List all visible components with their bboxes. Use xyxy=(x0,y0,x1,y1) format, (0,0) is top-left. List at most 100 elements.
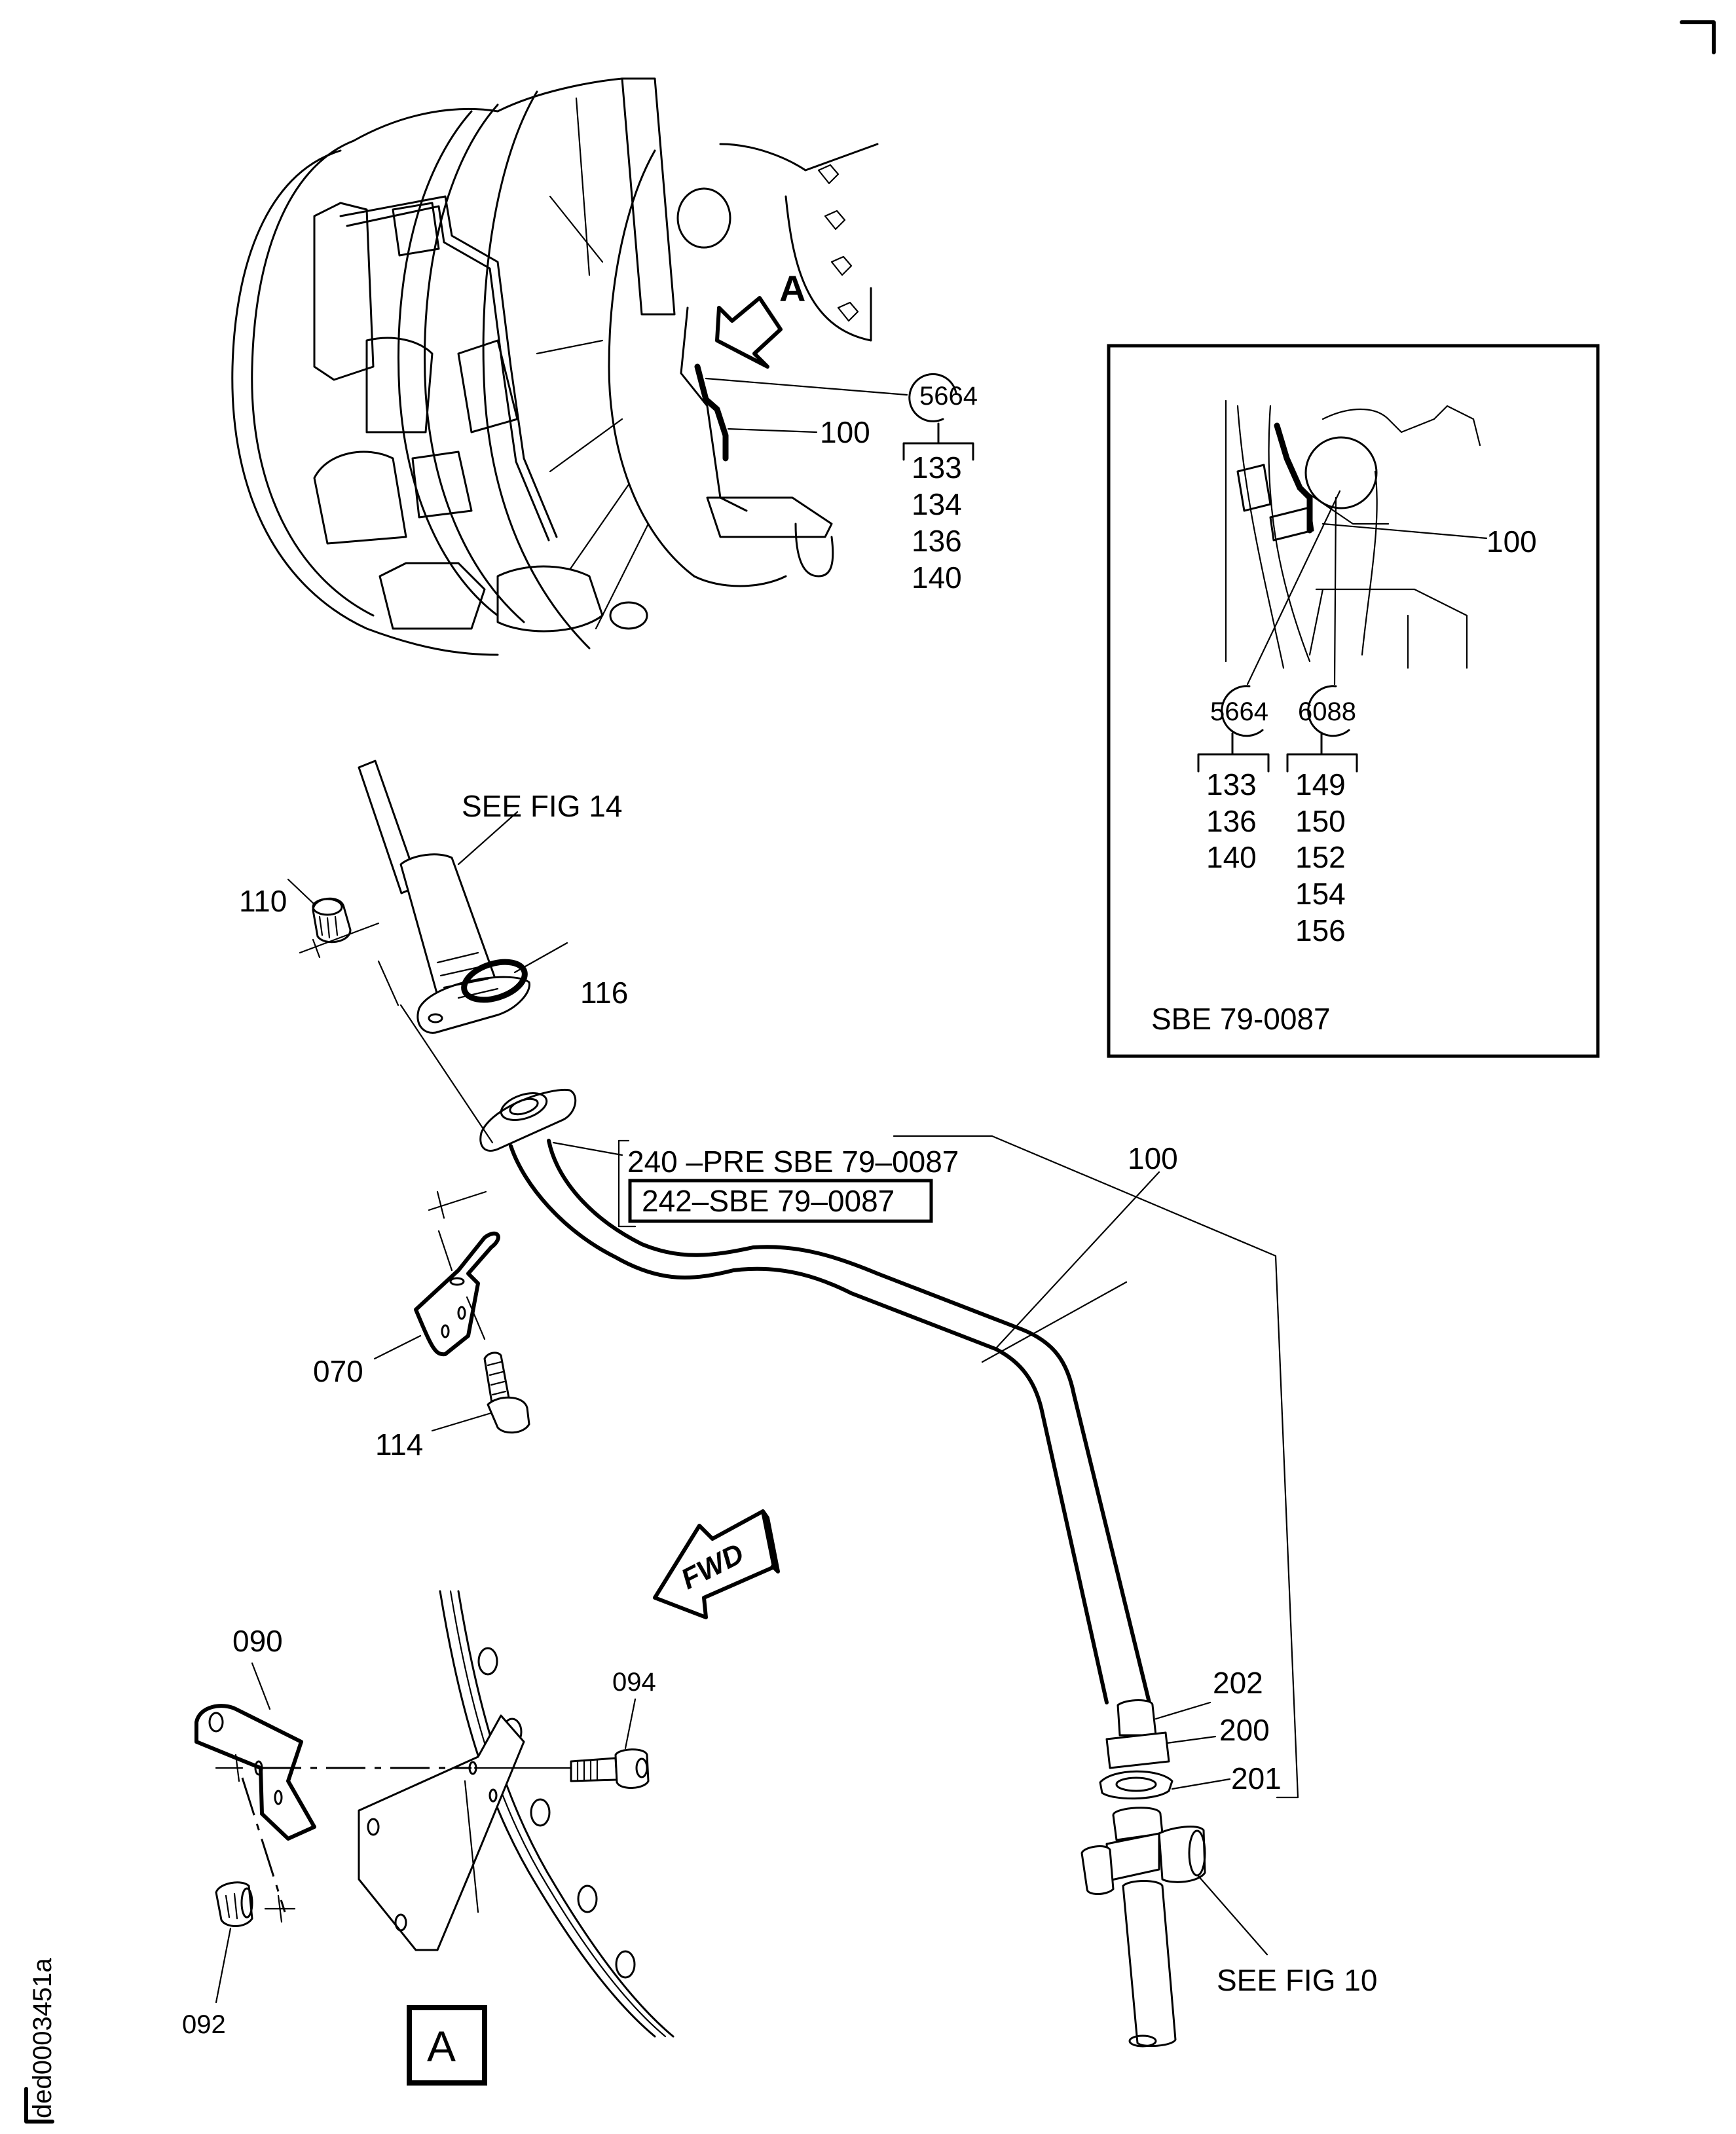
leader-line xyxy=(513,942,568,974)
leader-line xyxy=(1154,1701,1211,1720)
effectivity-item: 136 xyxy=(1206,804,1257,838)
leader-line xyxy=(705,377,908,396)
effectivity-bracket xyxy=(1286,732,1358,773)
bolt-114-part xyxy=(483,1352,530,1434)
effectivity-code: 6088 xyxy=(1298,697,1356,726)
callout-070: 070 xyxy=(313,1354,363,1388)
leader-line xyxy=(727,428,818,433)
callout-200: 200 xyxy=(1219,1713,1270,1747)
callout-092: 092 xyxy=(182,2010,226,2039)
effectivity-group-5664-inset: 5664 133 136 140 xyxy=(1197,685,1270,874)
effectivity-item: 149 xyxy=(1295,767,1346,801)
effectivity-item: 150 xyxy=(1295,804,1346,838)
leader-line xyxy=(431,1412,492,1432)
centerline xyxy=(299,922,380,959)
leader-line xyxy=(1321,523,1488,540)
leader-line xyxy=(981,1281,1128,1363)
callout-202: 202 xyxy=(1213,1666,1263,1700)
effectivity-bracket xyxy=(902,422,974,461)
leader-line xyxy=(1333,496,1337,686)
callout-201: 201 xyxy=(1231,1761,1282,1795)
effectivity-circle xyxy=(1221,685,1264,737)
inset-illustration xyxy=(1225,399,1481,669)
fuel-nozzle-part xyxy=(358,760,530,1034)
centerline xyxy=(377,960,399,1006)
assembly-bracket xyxy=(893,1135,1299,1799)
inset-note: SBE 79-0087 xyxy=(1151,1002,1331,1036)
effectivity-group-5664: 5664 133 134 136 140 xyxy=(902,373,978,595)
fitting-nut-assembly xyxy=(1099,1699,1173,1800)
callout-094: 094 xyxy=(612,1668,656,1697)
effectivity-item: 152 xyxy=(1295,840,1346,874)
effectivity-circle xyxy=(908,373,957,422)
variant-post-sbe: 242–SBE 79–0087 xyxy=(642,1184,895,1218)
effectivity-group-6088-inset: 6088 149 150 152 154 156 xyxy=(1286,685,1358,947)
leader-line xyxy=(1166,1735,1217,1744)
callout-090: 090 xyxy=(232,1624,283,1658)
corner-crop-mark-bottom xyxy=(24,2087,54,2124)
bracket-070-part xyxy=(414,1231,500,1357)
bracket-090-part xyxy=(194,1704,316,1841)
callout-110: 110 xyxy=(239,884,287,918)
effectivity-circle xyxy=(1307,685,1350,737)
detail-a-illustration xyxy=(358,1590,674,2038)
effectivity-item: 134 xyxy=(912,487,962,521)
leader-line xyxy=(994,1171,1160,1350)
leader-line xyxy=(215,1927,232,2004)
effectivity-item: 136 xyxy=(912,524,962,558)
tee-fitting-part xyxy=(1080,1807,1206,2048)
centerline xyxy=(399,1004,494,1144)
callout-100: 100 xyxy=(1128,1141,1178,1175)
effectivity-code: 5664 xyxy=(1210,697,1268,726)
reference-see-fig-14: SEE FIG 14 xyxy=(462,789,622,823)
effectivity-bracket xyxy=(1197,732,1270,773)
leader-line xyxy=(457,811,519,866)
nut-092-part xyxy=(215,1881,253,1927)
effectivity-item: 154 xyxy=(1295,877,1346,911)
centerline xyxy=(428,1190,487,1219)
figure-id: ded0003451a xyxy=(28,1958,57,2118)
tube-flange-part xyxy=(479,1088,577,1152)
leader-line xyxy=(1197,1875,1268,1956)
variant-pre-sbe: 240 –PRE SBE 79–0087 xyxy=(627,1145,959,1179)
centerline xyxy=(437,1230,453,1272)
tube-100-part xyxy=(509,1139,1151,1704)
leader-line xyxy=(373,1334,422,1360)
leader-line xyxy=(1308,493,1390,525)
centerline xyxy=(241,1777,286,1913)
callout-100-inset: 100 xyxy=(1487,524,1537,559)
effectivity-code: 5664 xyxy=(919,382,978,411)
effectivity-item: 140 xyxy=(1206,840,1257,874)
effectivity-item: 140 xyxy=(912,561,962,595)
leader-line xyxy=(552,1141,623,1156)
corner-crop-mark xyxy=(1680,20,1716,54)
view-a-arrow xyxy=(715,296,783,369)
engine-overview-illustration xyxy=(231,77,879,656)
effectivity-item: 133 xyxy=(912,451,962,485)
callout-114: 114 xyxy=(375,1427,423,1462)
centerline xyxy=(264,1894,296,1923)
gasket-116-part xyxy=(461,959,528,1003)
leader-line xyxy=(624,1698,637,1750)
view-a-marker: A xyxy=(779,268,805,309)
centerline xyxy=(215,1754,244,1782)
effectivity-item: 156 xyxy=(1295,913,1346,947)
inset-border xyxy=(1107,344,1600,1058)
leader-line xyxy=(287,878,316,906)
forward-direction-arrow: FWD xyxy=(653,1509,780,1619)
detail-a-label-box xyxy=(407,2005,487,2086)
detail-a-label: A xyxy=(427,2022,456,2070)
variant-post-sbe-box xyxy=(628,1179,933,1223)
leader-line xyxy=(1246,490,1341,686)
callout-116: 116 xyxy=(580,976,628,1010)
nut-110-part xyxy=(312,897,352,944)
sbe-inset-panel: 100 5664 133 136 140 6088 149 150 152 15… xyxy=(1107,344,1600,1058)
variant-bracket xyxy=(618,1139,637,1228)
centerline xyxy=(466,1296,486,1340)
reference-see-fig-10: SEE FIG 10 xyxy=(1217,1963,1377,1997)
effectivity-item: 133 xyxy=(1206,767,1257,801)
leader-line xyxy=(251,1662,271,1710)
leader-line xyxy=(1171,1778,1231,1790)
callout-100-main: 100 xyxy=(820,415,870,449)
